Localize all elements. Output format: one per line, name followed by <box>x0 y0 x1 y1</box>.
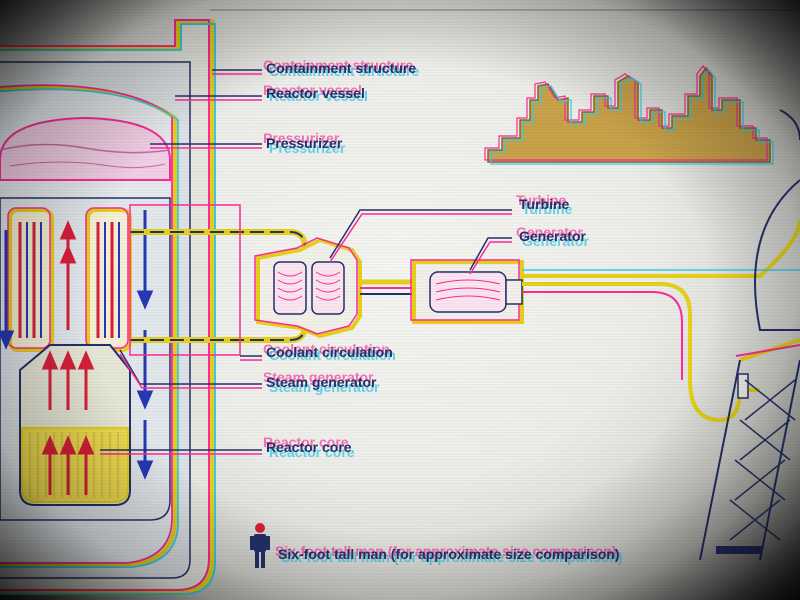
size-comparison-label: Six-foot tall man (for approximate size … <box>278 546 620 562</box>
reactor-vessel-label: Reactor vessel <box>266 85 365 101</box>
containment-structure-label: Containment structure <box>266 60 416 76</box>
reactor-core-label: Reactor core <box>266 439 352 455</box>
city-skyline <box>484 65 800 165</box>
generator <box>410 259 524 324</box>
transmission-tower <box>699 179 800 561</box>
man-figure-icon <box>250 523 270 568</box>
coolant-circulation-label: Coolant circulation <box>266 344 393 360</box>
generator-label: Generator <box>519 228 586 244</box>
turbine-label: Turbine <box>519 196 570 212</box>
pressurizer <box>0 116 171 181</box>
steam-generator-bundle <box>85 207 132 352</box>
left-tube-bundle <box>7 207 54 352</box>
pressurizer-label: Pressurizer <box>266 135 343 151</box>
turbine <box>254 237 362 339</box>
steam-generator-label: Steam generator <box>266 374 377 390</box>
